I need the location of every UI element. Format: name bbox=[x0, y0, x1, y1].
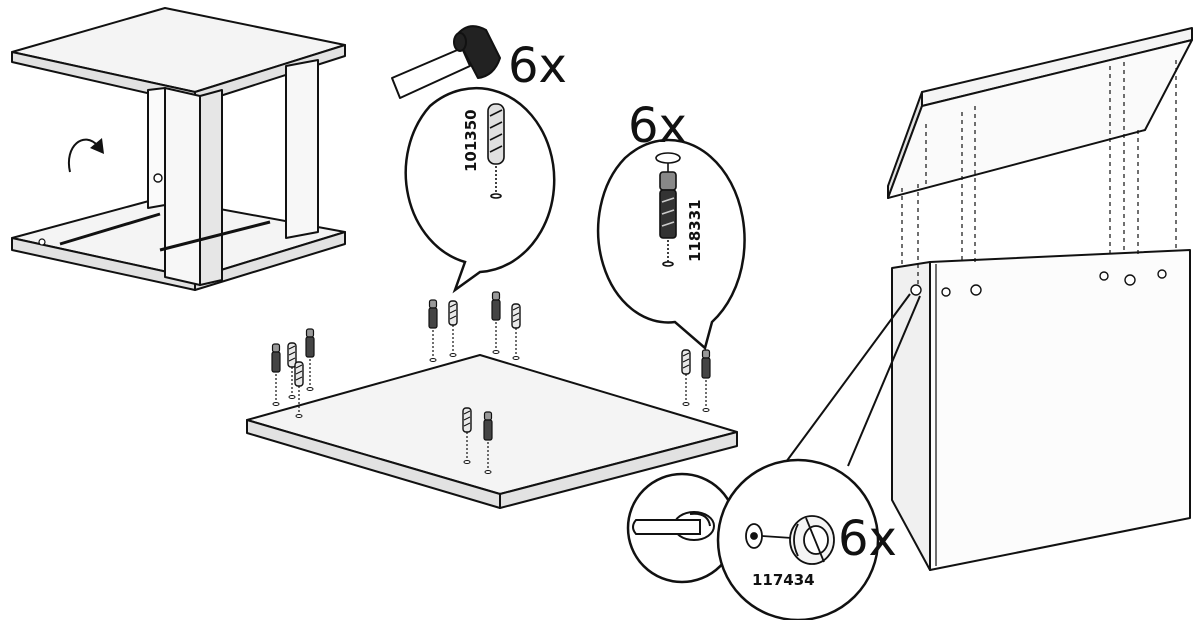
cabinet-body bbox=[891, 249, 1191, 571]
rotate-arrow-icon bbox=[67, 138, 99, 173]
pin-fitting bbox=[428, 299, 438, 363]
cam-lock-icon bbox=[745, 515, 835, 565]
pin-quantity: 6x bbox=[628, 98, 687, 154]
dowel-callout: 101350 6x bbox=[391, 25, 567, 294]
alignment-guides bbox=[901, 60, 1177, 290]
dowel-fitting bbox=[511, 303, 521, 361]
pin-fitting bbox=[701, 349, 711, 413]
dowel-quantity: 6x bbox=[508, 38, 567, 94]
screwdriver-icon bbox=[632, 511, 715, 541]
cam-part-number: 117434 bbox=[752, 571, 815, 589]
dowel-fitting bbox=[681, 349, 691, 407]
hammer-icon bbox=[391, 25, 501, 99]
dowel-fitting bbox=[448, 300, 458, 358]
pin-part-number: 118331 bbox=[686, 199, 704, 262]
cam-fittings bbox=[910, 269, 1167, 297]
dowel-part-number: 101350 bbox=[462, 109, 480, 172]
rotate-arrow-icon bbox=[90, 138, 104, 154]
cam-pin-icon bbox=[655, 152, 681, 267]
callout-leader bbox=[785, 293, 921, 467]
cam-callout: 117434 6x bbox=[626, 458, 897, 620]
pin-fitting bbox=[491, 291, 501, 355]
pin-callout: 118331 6x bbox=[596, 98, 746, 351]
cam-quantity: 6x bbox=[838, 511, 897, 567]
top-panel bbox=[887, 27, 1193, 199]
cabinet-carcass bbox=[11, 7, 346, 291]
wood-dowel-icon bbox=[487, 103, 505, 199]
pin-fitting bbox=[271, 343, 281, 407]
pin-fitting bbox=[305, 328, 315, 392]
